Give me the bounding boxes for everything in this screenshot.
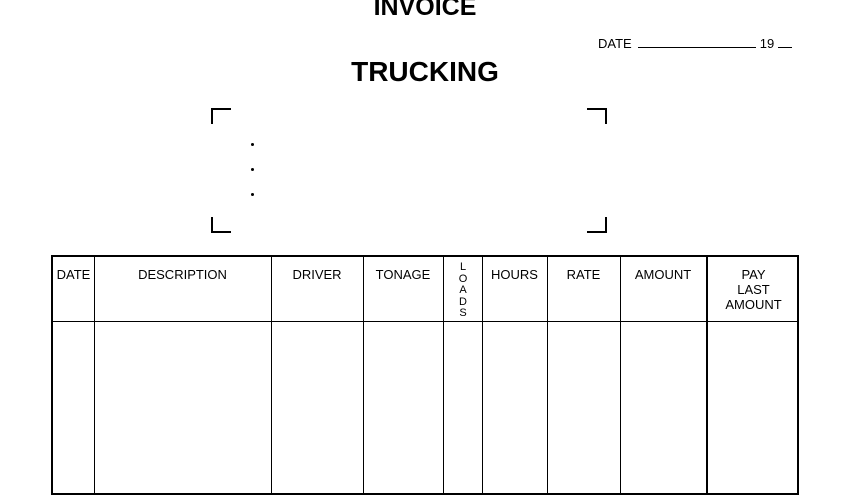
column-divider [482,257,483,493]
column-divider [620,257,621,493]
date-label: DATE [598,36,632,51]
loads-letter: A [459,284,467,296]
column-divider [94,257,95,493]
column-divider [547,257,548,493]
col-header-tonage: TONAGE [375,267,431,282]
column-divider [271,257,272,493]
loads-letter: O [458,272,468,285]
address-dot-1 [251,143,254,146]
last-line: LAST [737,282,770,297]
col-header-hours: HOURS [491,267,538,282]
col-header-pay-last-amount: PAY LAST AMOUNT [708,267,799,312]
address-corner-top-right [587,108,607,124]
trucking-title: TRUCKING [351,56,499,87]
invoice-title: INVOICE [373,0,477,21]
col-header-date: DATE [56,267,91,282]
address-corner-bottom-right [587,217,607,233]
loads-letter: S [459,307,467,319]
header-divider [53,321,797,322]
col-header-amount: AMOUNT [634,267,692,282]
date-field[interactable]: DATE 19 [598,36,793,52]
col-header-driver: DRIVER [292,267,342,282]
amount-line: AMOUNT [725,297,782,312]
column-divider-thick [706,257,708,493]
address-corner-top-left [211,108,231,124]
date-blank[interactable] [637,36,756,48]
address-dot-2 [251,168,254,171]
address-corner-bottom-left [211,217,231,233]
loads-letter: L [459,261,467,273]
col-header-description: DESCRIPTION [138,267,227,282]
year-prefix: 19 [759,36,775,51]
loads-letter: D [459,295,467,308]
year-blank[interactable] [778,36,793,48]
column-divider [363,257,364,493]
pay-line: PAY [741,267,766,282]
address-dot-3 [251,193,254,196]
column-divider [443,257,444,493]
col-header-rate: RATE [566,267,601,282]
